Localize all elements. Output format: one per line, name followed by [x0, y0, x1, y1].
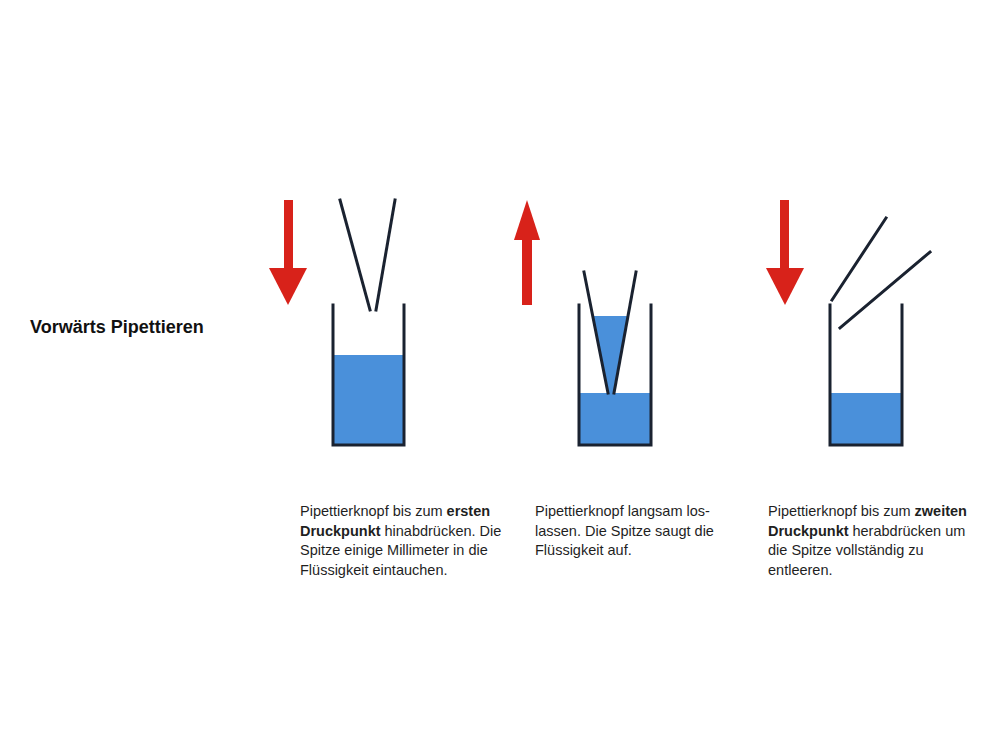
caption-text: Pipettierknopf langsam los­lassen. Die S… [535, 503, 714, 558]
caption-text: Pipettierknopf bis zum [300, 503, 443, 519]
caption-text: Pipettierknopf bis zum [768, 503, 911, 519]
red-arrows [269, 200, 804, 305]
diagram-title: Vorwärts Pipettieren [30, 317, 204, 338]
step-caption: Pipettierknopf langsam los­lassen. Die S… [535, 502, 735, 561]
step-caption: Pipettierknopf bis zumzweiten Druckpunkt… [768, 502, 968, 580]
step-caption: Pipettierknopf bis zumersten Druckpunkth… [300, 502, 508, 580]
beakers-and-tips [333, 200, 930, 445]
